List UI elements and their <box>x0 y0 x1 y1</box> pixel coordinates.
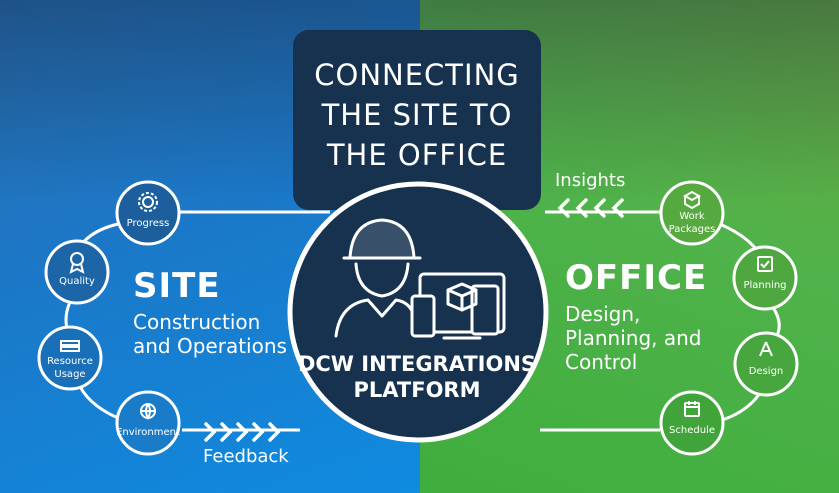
site-heading: SITE <box>133 266 221 306</box>
office-subheading-line-3: Control <box>565 350 638 374</box>
stacked-resources-icon <box>60 340 80 352</box>
award-ribbon-icon <box>69 252 85 274</box>
site-node-resource-usage <box>37 325 103 391</box>
site-subheading-line-1: Construction <box>133 310 261 334</box>
insights-label: Insights <box>555 170 626 191</box>
office-node-design <box>733 331 799 397</box>
compass-icon <box>759 341 773 357</box>
calendar-icon <box>684 401 700 417</box>
checklist-icon <box>757 256 773 272</box>
site-node-progress <box>115 180 181 246</box>
worker-with-devices-icon <box>334 218 506 340</box>
node-label-schedule: Schedule <box>669 425 715 436</box>
node-label-progress: Progress <box>126 218 170 229</box>
globe-icon <box>140 403 156 421</box>
gear-icon <box>138 192 158 212</box>
platform-title-line-1: DCW INTEGRATIONS <box>297 352 537 376</box>
platform-title-line-2: PLATFORM <box>353 378 481 402</box>
node-label-resource: Resource <box>47 356 93 367</box>
feedback-label: Feedback <box>203 446 289 467</box>
office-node-planning <box>732 245 798 311</box>
office-subheading-line-2: Planning, and <box>565 326 702 350</box>
package-box-icon <box>682 190 702 210</box>
node-label-usage: Usage <box>54 369 86 380</box>
title-line-2: THE SITE TO <box>321 98 513 132</box>
title-line-3: THE OFFICE <box>326 138 508 172</box>
node-label-work: Work <box>679 211 705 222</box>
site-subheading-line-2: and Operations <box>133 334 287 358</box>
node-label-packages: Packages <box>668 224 716 235</box>
office-node-work-packages <box>659 180 725 246</box>
office-node-schedule <box>659 390 725 456</box>
office-subheading-line-1: Design, <box>565 302 641 326</box>
title-line-1: CONNECTING <box>314 58 520 92</box>
office-heading: OFFICE <box>565 258 708 298</box>
node-label-planning: Planning <box>743 280 787 291</box>
node-label-environment: Environment <box>116 427 180 438</box>
title-box <box>293 30 541 210</box>
node-label-quality: Quality <box>59 276 95 287</box>
insights-arrows <box>557 198 624 218</box>
feedback-arrows <box>204 422 281 442</box>
site-node-quality <box>44 239 110 305</box>
site-node-environment <box>115 390 181 456</box>
node-label-design: Design <box>748 366 784 377</box>
